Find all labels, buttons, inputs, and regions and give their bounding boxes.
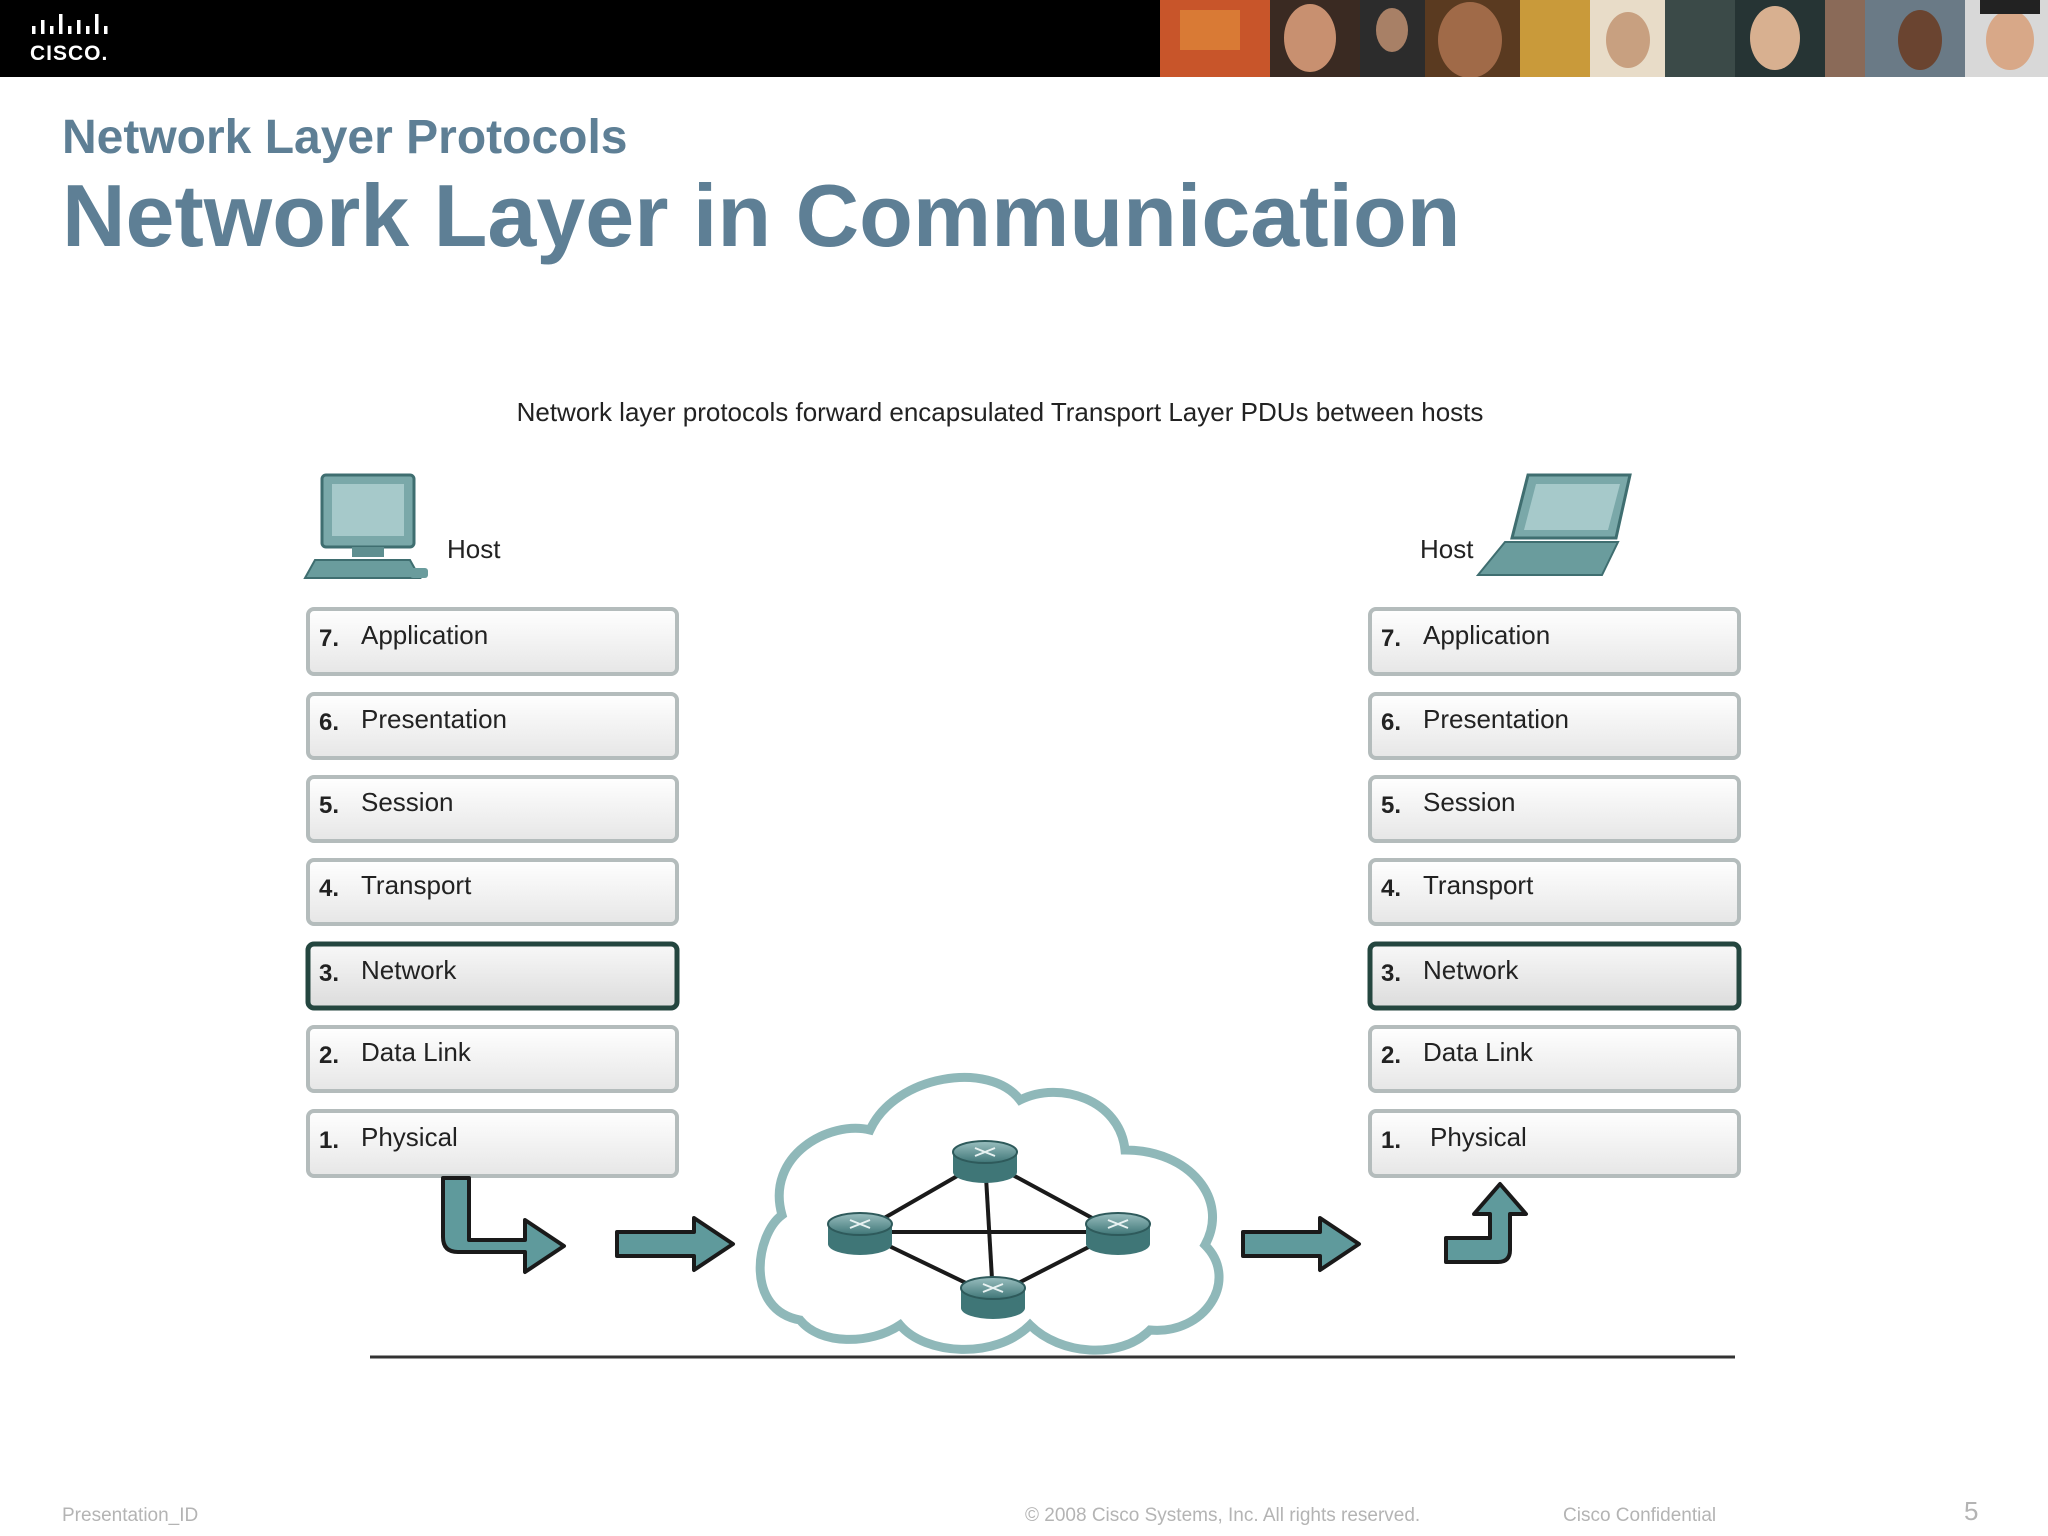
left-layer-5: 5. Session (306, 775, 679, 843)
footer-presentation-id: Presentation_ID (62, 1505, 199, 1526)
right-layer-5: 5. Session (1368, 775, 1741, 843)
layer-number: 3. (319, 960, 339, 987)
layer-number: 7. (1381, 625, 1401, 652)
layer-number: 3. (1381, 960, 1401, 987)
layer-number: 1. (319, 1127, 339, 1154)
layer-number: 6. (1381, 709, 1401, 736)
right-host-label: Host (1420, 534, 1474, 564)
layer-name: Physical (361, 1122, 458, 1152)
logo-text: CISCO. (30, 42, 109, 65)
right-up-arrow-icon (1444, 1182, 1528, 1264)
layer-name: Presentation (1423, 704, 1569, 734)
slide-title: Network Layer in Communication (62, 166, 1461, 265)
layer-number: 5. (1381, 792, 1401, 819)
layer-number: 4. (319, 875, 339, 902)
layer-number: 7. (319, 625, 339, 652)
cisco-bridge-icon (32, 14, 108, 34)
router-icon (827, 1212, 893, 1255)
footer-confidential: Cisco Confidential (1563, 1505, 1717, 1526)
layer-number: 5. (319, 792, 339, 819)
right-osi-stack: 7. Application 6. Presentation 5. Sessio… (1367, 607, 1742, 1178)
layer-number: 1. (1381, 1127, 1401, 1154)
layer-name: Session (1423, 787, 1516, 817)
left-layer-1: 1. Physical (306, 1109, 679, 1178)
layer-name: Transport (361, 870, 472, 900)
right-layer-1: 1. Physical (1368, 1109, 1741, 1178)
diagram-caption: Network layer protocols forward encapsul… (517, 397, 1484, 427)
down-right-arrow-icon (441, 1176, 566, 1274)
right-layer-3: 3. Network (1367, 941, 1742, 1011)
laptop-computer-icon (1475, 473, 1632, 576)
left-layer-6: 6. Presentation (306, 692, 679, 760)
layer-name: Application (1423, 620, 1550, 650)
right-arrow-icon (1241, 1216, 1361, 1272)
layer-name: Data Link (1423, 1037, 1534, 1067)
layer-name: Session (361, 787, 454, 817)
left-layer-2: 2. Data Link (306, 1025, 679, 1093)
layer-name: Transport (1423, 870, 1534, 900)
footer-copyright: © 2008 Cisco Systems, Inc. All rights re… (1025, 1505, 1421, 1526)
photo-strip (1160, 0, 2048, 77)
layer-name: Network (1423, 955, 1519, 985)
layer-number: 2. (1381, 1042, 1401, 1069)
layer-number: 6. (319, 709, 339, 736)
layer-name: Presentation (361, 704, 507, 734)
layer-name: Application (361, 620, 488, 650)
layer-name: Data Link (361, 1037, 472, 1067)
right-layer-2: 2. Data Link (1368, 1025, 1741, 1093)
desktop-computer-icon (303, 473, 428, 579)
router-icon (1085, 1212, 1151, 1255)
right-arrow-icon (615, 1216, 735, 1272)
left-host-label: Host (447, 534, 501, 564)
right-layer-7: 7. Application (1368, 607, 1741, 676)
layer-number: 2. (319, 1042, 339, 1069)
network-cloud (755, 1072, 1224, 1355)
right-layer-6: 6. Presentation (1368, 692, 1741, 760)
cisco-logo: CISCO. (30, 12, 120, 66)
layer-number: 4. (1381, 875, 1401, 902)
router-icon (952, 1140, 1018, 1183)
left-osi-stack: 7. Application 6. Presentation 5. Sessio… (305, 607, 680, 1178)
layer-name: Network (361, 955, 457, 985)
right-layer-4: 4. Transport (1368, 858, 1741, 926)
layer-name: Physical (1430, 1122, 1527, 1152)
header-bar: CISCO. (0, 0, 2048, 77)
slide-subtitle: Network Layer Protocols (62, 111, 628, 164)
left-layer-7: 7. Application (306, 607, 679, 676)
left-layer-3: 3. Network (305, 941, 680, 1011)
page-number: 5 (1964, 1496, 1979, 1526)
left-layer-4: 4. Transport (306, 858, 679, 926)
router-icon (960, 1276, 1026, 1319)
